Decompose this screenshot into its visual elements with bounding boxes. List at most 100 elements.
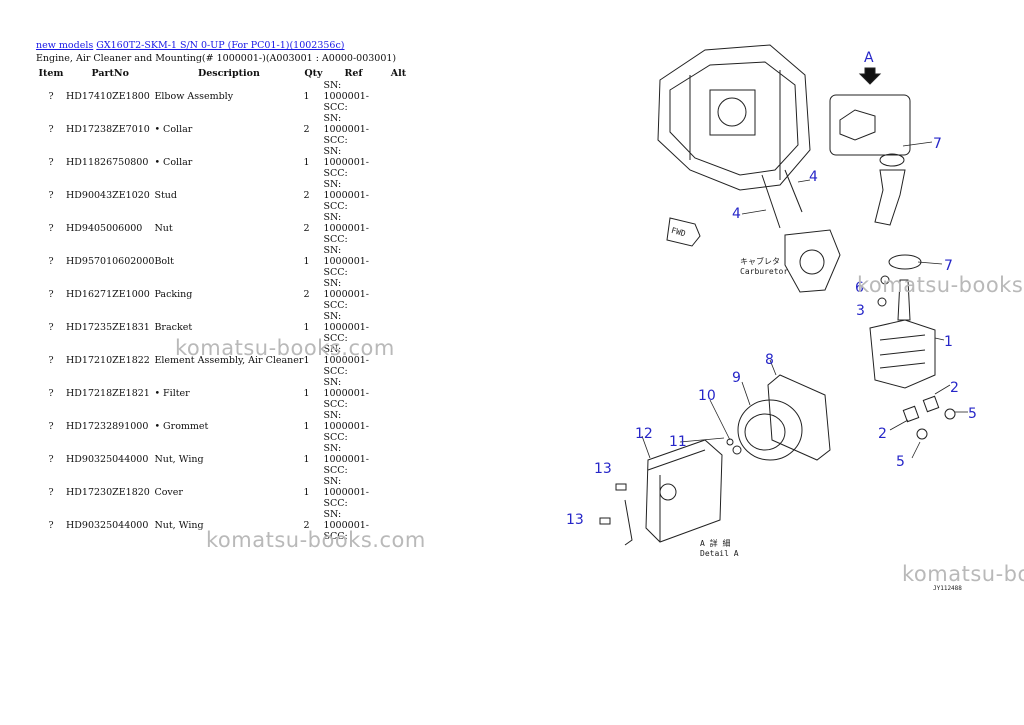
- cell-description: Nut, Wing: [154, 454, 204, 465]
- cell-description: Packing: [154, 289, 193, 300]
- cell-ref: SN: 1000001-SCC:: [323, 245, 369, 278]
- callout-13b: 13: [566, 512, 584, 528]
- nut-5a-drawing: [944, 408, 956, 420]
- header-description: Description: [197, 67, 260, 79]
- cell-partno: HD11826750800: [66, 157, 149, 168]
- stud-left-drawing: [761, 174, 781, 229]
- table-row: ? HD90325044000 Nut, Wing 2 SN: 1000001-…: [36, 509, 413, 542]
- upper-cleaner-drawing: [829, 94, 911, 156]
- callout-4a: 4: [809, 169, 818, 185]
- leader-lines: [641, 141, 968, 459]
- cell-qty: 2: [303, 520, 310, 531]
- cell-ref: SN: 1000001-SCC:: [323, 212, 369, 245]
- cell-item: ?: [48, 289, 54, 300]
- cell-ref: SN: 1000001-SCC:: [323, 113, 369, 146]
- packing-drawing: [888, 254, 922, 270]
- fwd-label: FWD: [670, 226, 686, 238]
- cell-qty: 1: [303, 91, 310, 102]
- cell-description: Stud: [154, 190, 177, 201]
- cell-qty: 2: [303, 190, 310, 201]
- table-header-row: Item PartNo Description Qty Ref Alt: [36, 66, 413, 80]
- bolt-6-drawing: [880, 275, 890, 285]
- breadcrumb-link-model[interactable]: GX160T2-SKM-1 S/N 0-UP (For PC01-1)(1002…: [96, 40, 345, 51]
- cell-partno: HD17218ZE1821: [66, 388, 150, 399]
- cell-description: • Grommet: [154, 421, 209, 432]
- callout-2b: 2: [878, 426, 887, 442]
- nut-5b-drawing: [916, 428, 928, 440]
- cell-qty: 1: [303, 487, 310, 498]
- nut-3-drawing: [877, 297, 887, 307]
- cell-partno: HD17230ZE1820: [66, 487, 150, 498]
- watermark: komatsu-books.com: [175, 336, 395, 360]
- cell-description: • Filter: [154, 388, 190, 399]
- callout-9: 9: [732, 370, 741, 386]
- cell-alt: [383, 245, 413, 278]
- table-row: ? HD17218ZE1821 • Filter 1 SN: 1000001-S…: [36, 377, 413, 410]
- callout-5a: 5: [968, 406, 977, 422]
- carburetor-drawing: [784, 229, 841, 293]
- table-row: ? HD17235ZE1831 Bracket 1 SN: 1000001-SC…: [36, 311, 413, 344]
- page-title: Engine, Air Cleaner and Mounting(# 10000…: [36, 53, 397, 64]
- cell-description: Nut: [154, 223, 173, 234]
- cell-partno: HD17410ZE1800: [66, 91, 150, 102]
- table-row: ? HD9405006000 Nut 2 SN: 1000001-SCC:: [36, 212, 413, 245]
- bracket-drawing: [767, 374, 831, 461]
- cell-item: ?: [48, 520, 54, 531]
- parts-table: Item PartNo Description Qty Ref Alt ? HD…: [36, 66, 413, 543]
- cell-item: ?: [48, 190, 54, 201]
- cell-partno: HD90325044000: [66, 454, 149, 465]
- elbow-assembly-drawing: [869, 279, 936, 389]
- cell-partno: HD957010602000: [66, 256, 155, 267]
- cell-description: • Collar: [154, 157, 193, 168]
- cell-description: Element Assembly, Air Cleaner: [154, 355, 304, 366]
- watermark: komatsu-books.com: [206, 528, 426, 552]
- cell-qty: 1: [303, 421, 310, 432]
- cell-partno: HD9405006000: [66, 223, 143, 234]
- cell-ref: SN: 1000001-SCC:: [323, 344, 369, 377]
- cell-alt: [383, 113, 413, 146]
- cell-ref: SN: 1000001-SCC:: [323, 410, 369, 443]
- header-partno: PartNo: [91, 67, 129, 79]
- watermark: komatsu-books.com: [857, 273, 1024, 297]
- cell-ref: SN: 1000001-SCC:: [323, 179, 369, 212]
- cell-qty: 2: [303, 289, 310, 300]
- cell-qty: 1: [303, 454, 310, 465]
- cell-item: ?: [48, 388, 54, 399]
- small-bracket-drawing: [624, 499, 633, 546]
- callout-3: 3: [856, 303, 865, 319]
- engine-block-drawing: [657, 44, 811, 191]
- cell-ref: SN: 1000001-SCC:: [323, 278, 369, 311]
- callout-12: 12: [635, 426, 653, 442]
- cell-ref: SN: 1000001-SCC:: [323, 80, 369, 113]
- collar-2a-drawing: [922, 395, 940, 413]
- table-row: ? HD90043ZE1020 Stud 2 SN: 1000001-SCC:: [36, 179, 413, 212]
- callout-7b: 7: [944, 258, 953, 274]
- cell-alt: [383, 377, 413, 410]
- cell-alt: [383, 80, 413, 113]
- cell-item: ?: [48, 91, 54, 102]
- cell-item: ?: [48, 256, 54, 267]
- wing-nut-13b-drawing: [599, 517, 611, 525]
- cell-ref: SN: 1000001-SCC:: [323, 311, 369, 344]
- collar-2b-drawing: [902, 405, 920, 423]
- callout-2a: 2: [950, 380, 959, 396]
- cell-item: ?: [48, 487, 54, 498]
- cell-description: Nut, Wing: [154, 520, 204, 531]
- table-row: ? HD17210ZE1822 Element Assembly, Air Cl…: [36, 344, 413, 377]
- cell-ref: SN: 1000001-SCC:: [323, 146, 369, 179]
- callout-4b: 4: [732, 206, 741, 222]
- cell-partno: HD17238ZE7010: [66, 124, 150, 135]
- cell-item: ?: [48, 157, 54, 168]
- callout-10: 10: [698, 388, 716, 404]
- cell-partno: HD17232891000: [66, 421, 149, 432]
- cell-item: ?: [48, 223, 54, 234]
- cell-qty: 1: [303, 322, 310, 333]
- cell-qty: 2: [303, 124, 310, 135]
- cell-alt: [383, 212, 413, 245]
- cell-qty: 2: [303, 223, 310, 234]
- callout-7a: 7: [933, 136, 942, 152]
- cell-alt: [383, 476, 413, 509]
- cell-alt: [383, 443, 413, 476]
- cell-item: ?: [48, 454, 54, 465]
- breadcrumb-link-new-models[interactable]: new models: [36, 40, 94, 51]
